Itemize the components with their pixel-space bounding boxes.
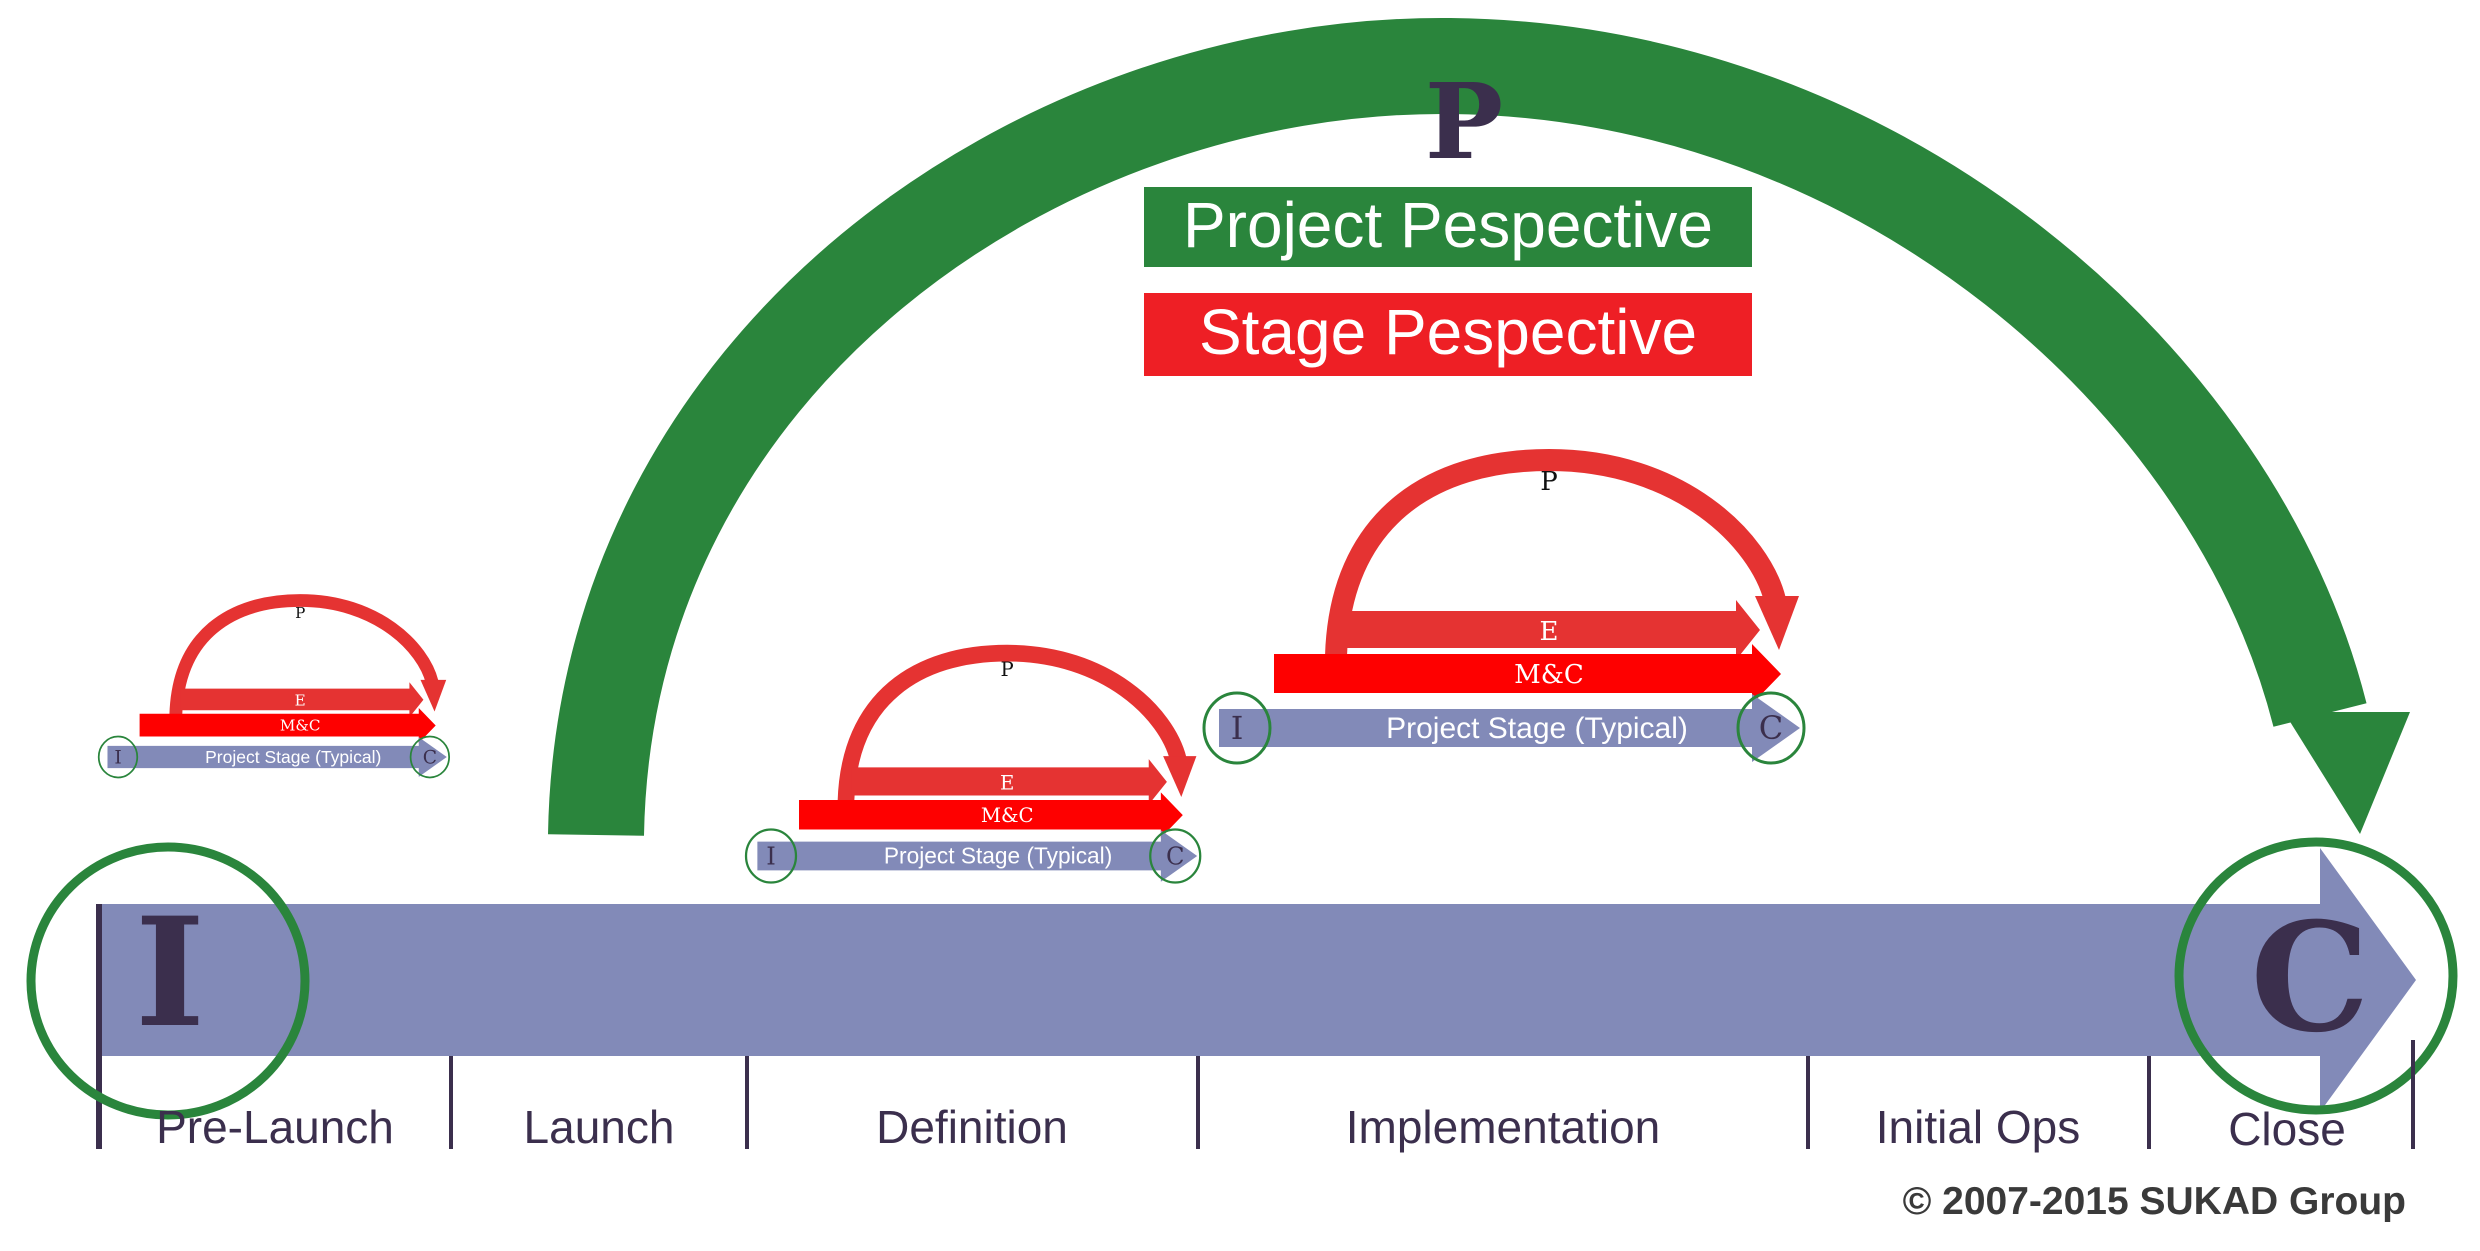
initiate-letter: I — [114, 747, 121, 768]
monitor-control-label: M&C — [280, 717, 321, 735]
monitor-control-arrow — [139, 707, 436, 743]
bar-start-edge — [96, 904, 102, 1149]
initiate-letter: I — [1231, 709, 1244, 747]
execution-label: E — [1000, 771, 1014, 794]
project-stage-label: Project Stage (Typical) — [205, 747, 381, 767]
stage-mini-diagram: P E M&C Project Stage (Typical) I C — [97, 594, 451, 779]
initiate-circle — [1202, 691, 1272, 765]
execution-label: E — [295, 692, 306, 710]
stage-dividers — [449, 1040, 2415, 1149]
execution-arrow — [851, 759, 1167, 805]
project-symbol: P — [1425, 60, 1503, 183]
copyright: © 2007-2015 SUKAD Group — [1903, 1180, 2406, 1223]
stage-divider — [449, 1056, 453, 1149]
legend-stage-box — [1144, 293, 1752, 376]
stage-divider — [745, 1056, 749, 1149]
stage-arc-arrowhead — [420, 679, 447, 712]
stage-perspective-arc — [1325, 448, 1786, 657]
legend-project-label: Project Pespective — [1183, 189, 1713, 261]
main-initiate-circle — [26, 842, 310, 1120]
main-close-letter: C — [2250, 890, 2369, 1066]
initiate-letter: I — [766, 842, 776, 870]
project-stage-bar — [757, 830, 1198, 882]
close-circle — [409, 735, 451, 779]
stage-divider — [1806, 1056, 1810, 1149]
monitor-control-label: M&C — [981, 804, 1034, 827]
close-letter: C — [1166, 842, 1185, 870]
stage-arc-arrowhead — [1163, 756, 1197, 797]
monitor-control-arrow — [1274, 644, 1781, 704]
monitor-control-label: M&C — [1514, 660, 1584, 690]
execution-arrow — [1344, 600, 1760, 660]
project-stage-bar — [107, 737, 447, 777]
stage-perspective-arc — [837, 644, 1187, 802]
stage-p-label: P — [1001, 658, 1014, 681]
stage-divider — [2147, 1056, 2151, 1149]
close-letter: C — [1759, 709, 1783, 747]
legend-stage-label: Stage Pespective — [1199, 296, 1697, 368]
project-stage-bar — [1219, 694, 1800, 762]
initiate-circle — [97, 735, 139, 779]
monitor-control-arrow — [799, 792, 1183, 838]
main-initiate-letter: I — [135, 885, 205, 1061]
stage-arc-arrowhead — [1755, 596, 1799, 650]
stage-label-pre-launch: Pre-Launch — [156, 1101, 394, 1153]
main-close-circle — [2174, 837, 2458, 1115]
stage-divider — [1196, 1056, 1200, 1149]
close-letter: C — [423, 747, 437, 768]
legend-project-box — [1144, 187, 1752, 267]
stage-label-definition: Definition — [876, 1101, 1068, 1153]
stage-label-implementation: Implementation — [1346, 1101, 1661, 1153]
execution-label: E — [1540, 617, 1559, 647]
stage-divider — [2411, 1040, 2415, 1149]
close-circle — [1736, 691, 1806, 765]
project-arc-arrowhead — [2284, 712, 2410, 834]
execution-arrow — [180, 682, 424, 718]
stage-mini-diagram: P E M&C Project Stage (Typical) I C — [744, 644, 1202, 884]
project-lifecycle-bar — [99, 848, 2416, 1112]
stage-perspective-arc — [169, 594, 439, 716]
project-stage-label: Project Stage (Typical) — [1386, 712, 1688, 745]
stage-mini-diagram: P E M&C Project Stage (Typical) I C — [1202, 448, 1806, 765]
project-stage-label: Project Stage (Typical) — [884, 843, 1112, 869]
stage-label-initial-ops: Initial Ops — [1876, 1101, 2081, 1153]
stage-label-close: Close — [2228, 1103, 2346, 1155]
project-perspective-arc — [548, 17, 2367, 836]
stage-p-label: P — [1540, 467, 1558, 497]
stage-label-launch: Launch — [524, 1101, 675, 1153]
stage-p-label: P — [295, 604, 305, 622]
